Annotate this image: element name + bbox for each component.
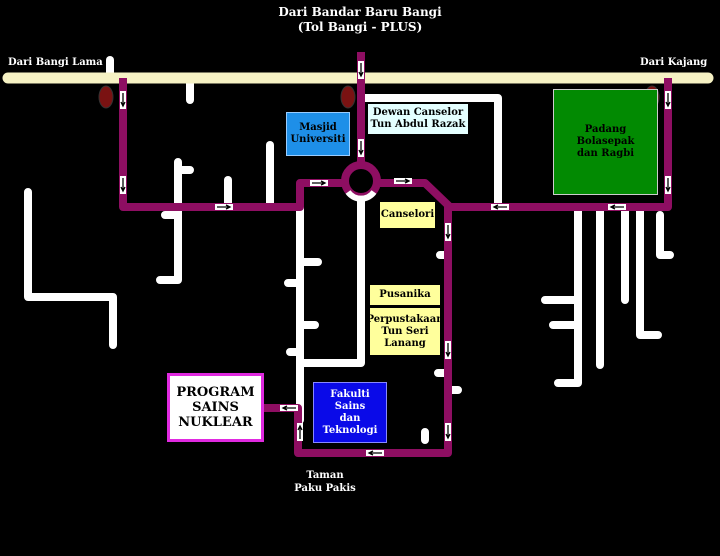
direction-arrow-icon	[358, 61, 364, 79]
direction-arrow-icon	[215, 204, 233, 210]
road	[541, 203, 674, 387]
road	[24, 188, 117, 349]
place-label-line: PROGRAM	[176, 385, 255, 400]
label-left: Dari Bangi Lama	[8, 57, 103, 68]
label-bottom-line2: Paku Pakis	[294, 483, 356, 494]
direction-arrow-icon	[120, 91, 126, 109]
place-label-line: Canselori	[380, 209, 435, 220]
road	[296, 194, 365, 367]
traffic-light-icon	[98, 85, 114, 109]
place-canselori[interactable]: Canselori	[380, 202, 435, 228]
place-label-line: Tun Abdul Razak	[370, 119, 466, 130]
label-top: Dari Bandar Baru Bangi (Tol Bangi - PLUS…	[260, 5, 460, 35]
traffic-light-icon	[340, 85, 356, 109]
direction-arrow-icon	[366, 450, 384, 456]
direction-arrow-icon	[608, 204, 626, 210]
road	[357, 94, 502, 211]
place-label-line: dan	[339, 412, 361, 424]
road	[156, 158, 194, 284]
place-label-line: Dewan Canselor	[372, 107, 464, 118]
direction-arrow-icon	[491, 204, 509, 210]
place-label-line: Pusanika	[379, 289, 431, 300]
direction-arrow-icon	[445, 423, 451, 441]
label-bottom-line1: Taman	[306, 470, 344, 481]
place-label-line: Universiti	[290, 134, 346, 145]
place-label-line: Sains	[334, 400, 366, 412]
place-label-line: Padang	[584, 124, 627, 135]
direction-arrow-icon	[120, 176, 126, 194]
direction-arrow-icon	[445, 341, 451, 359]
road	[284, 258, 322, 356]
place-label-line: Lanang	[384, 337, 426, 349]
place-label-line: Perpustakaan	[366, 313, 444, 325]
direction-arrow-icon	[445, 223, 451, 241]
direction-arrow-icon	[665, 91, 671, 109]
direction-arrow-icon	[665, 176, 671, 194]
label-right: Dari Kajang	[640, 57, 708, 68]
place-pusanika[interactable]: Pusanika	[370, 285, 440, 305]
direction-arrow-icon	[297, 423, 303, 441]
direction-arrow-icon	[310, 180, 328, 186]
direction-arrow-icon	[358, 139, 364, 157]
roundabout-lower	[345, 190, 377, 202]
place-label-line: Fakulti	[330, 388, 370, 400]
place-label-line: SAINS	[192, 400, 239, 415]
label-top-line1: Dari Bandar Baru Bangi	[278, 5, 442, 19]
place-label-line: Teknologi	[322, 424, 378, 436]
label-top-line2: (Tol Bangi - PLUS)	[297, 20, 423, 34]
direction-arrow-icon	[394, 178, 412, 184]
place-label-line: Masjid	[299, 122, 337, 133]
place-label-line: NUKLEAR	[178, 415, 253, 430]
place-label-line: Bolasepak	[576, 136, 635, 147]
place-label-line: dan Ragbi	[576, 148, 635, 159]
place-label-line: Tun Seri	[381, 325, 429, 337]
label-bottom: Taman Paku Pakis	[280, 469, 370, 495]
direction-arrow-icon	[280, 405, 298, 411]
